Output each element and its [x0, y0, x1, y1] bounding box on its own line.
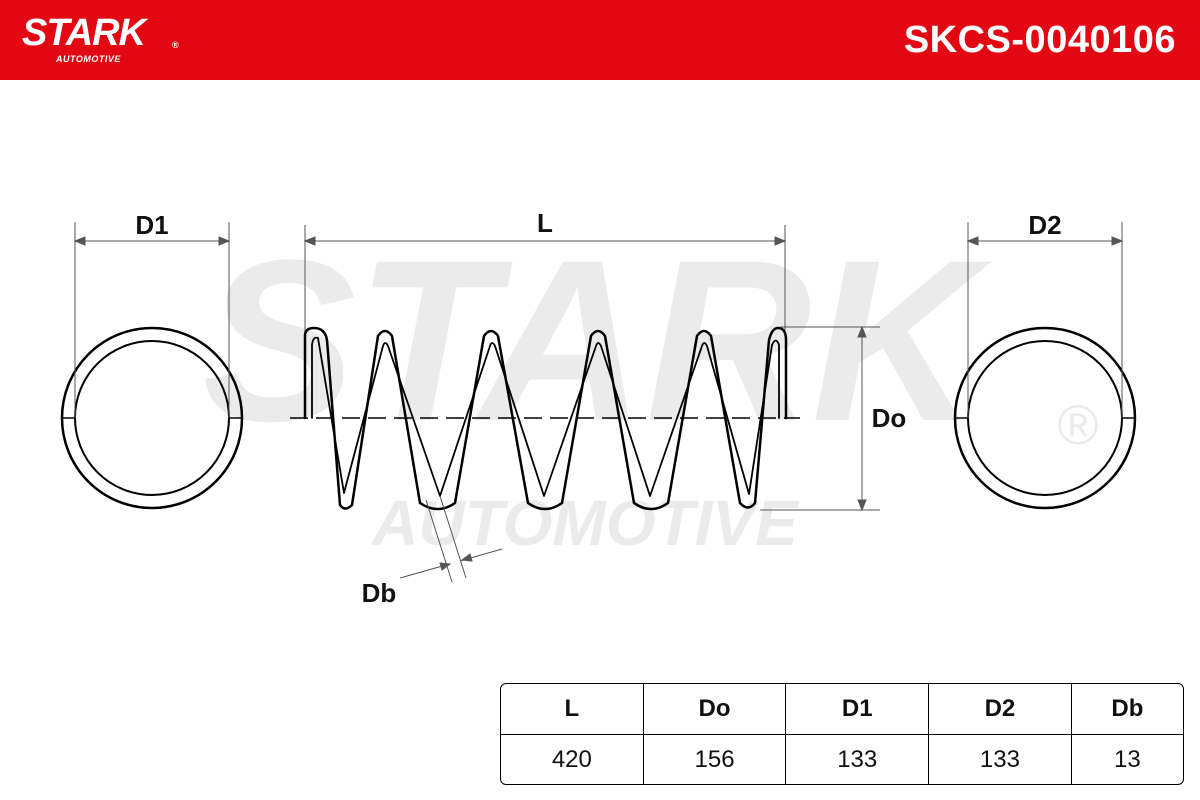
stark-logo: STARK ® AUTOMOTIVE: [22, 12, 179, 64]
label-db: Db: [362, 578, 397, 608]
logo-registered-mark: ®: [172, 40, 179, 50]
logo-subtitle: AUTOMOTIVE: [56, 54, 121, 64]
spec-value-row: 420 156 133 133 13: [501, 735, 1183, 784]
spec-header-d1: D1: [786, 684, 930, 735]
label-d1: D1: [135, 210, 168, 240]
spec-value-d2: 133: [929, 735, 1072, 784]
spec-value-do: 156: [644, 735, 787, 784]
watermark-registered: ®: [1057, 393, 1098, 456]
watermark-sub: AUTOMOTIVE: [370, 487, 800, 559]
spring-diagram: STARK AUTOMOTIVE ® D1 D2 L: [60, 208, 1137, 608]
watermark: STARK AUTOMOTIVE ®: [202, 212, 1098, 559]
header-bar: STARK ® AUTOMOTIVE SKCS-0040106: [0, 0, 1200, 80]
spec-value-d1: 133: [786, 735, 930, 784]
end-ring-right: [953, 326, 1137, 510]
spec-header-do: Do: [643, 684, 787, 735]
dimension-d2: [966, 222, 1124, 418]
spec-header-d2: D2: [929, 684, 1072, 735]
label-l: L: [537, 208, 553, 238]
spring-coil: [303, 326, 788, 511]
label-d2: D2: [1028, 210, 1061, 240]
dimension-d1: [73, 222, 231, 418]
spec-table: L Do D1 D2 Db 420 156 133 133 13: [500, 683, 1184, 785]
spec-value-db: 13: [1114, 745, 1141, 773]
label-do: Do: [872, 403, 907, 433]
dimension-db: [399, 495, 503, 583]
dimension-l: [303, 225, 787, 340]
spec-header-l: L: [501, 684, 644, 735]
part-number: SKCS-0040106: [903, 19, 1176, 61]
logo-brand: STARK: [22, 12, 146, 54]
spec-header-row: L Do D1 D2 Db: [501, 684, 1183, 735]
dimension-do: [760, 325, 880, 512]
spec-value-l: 420: [501, 735, 644, 784]
spec-header-db: Db: [1071, 684, 1183, 735]
